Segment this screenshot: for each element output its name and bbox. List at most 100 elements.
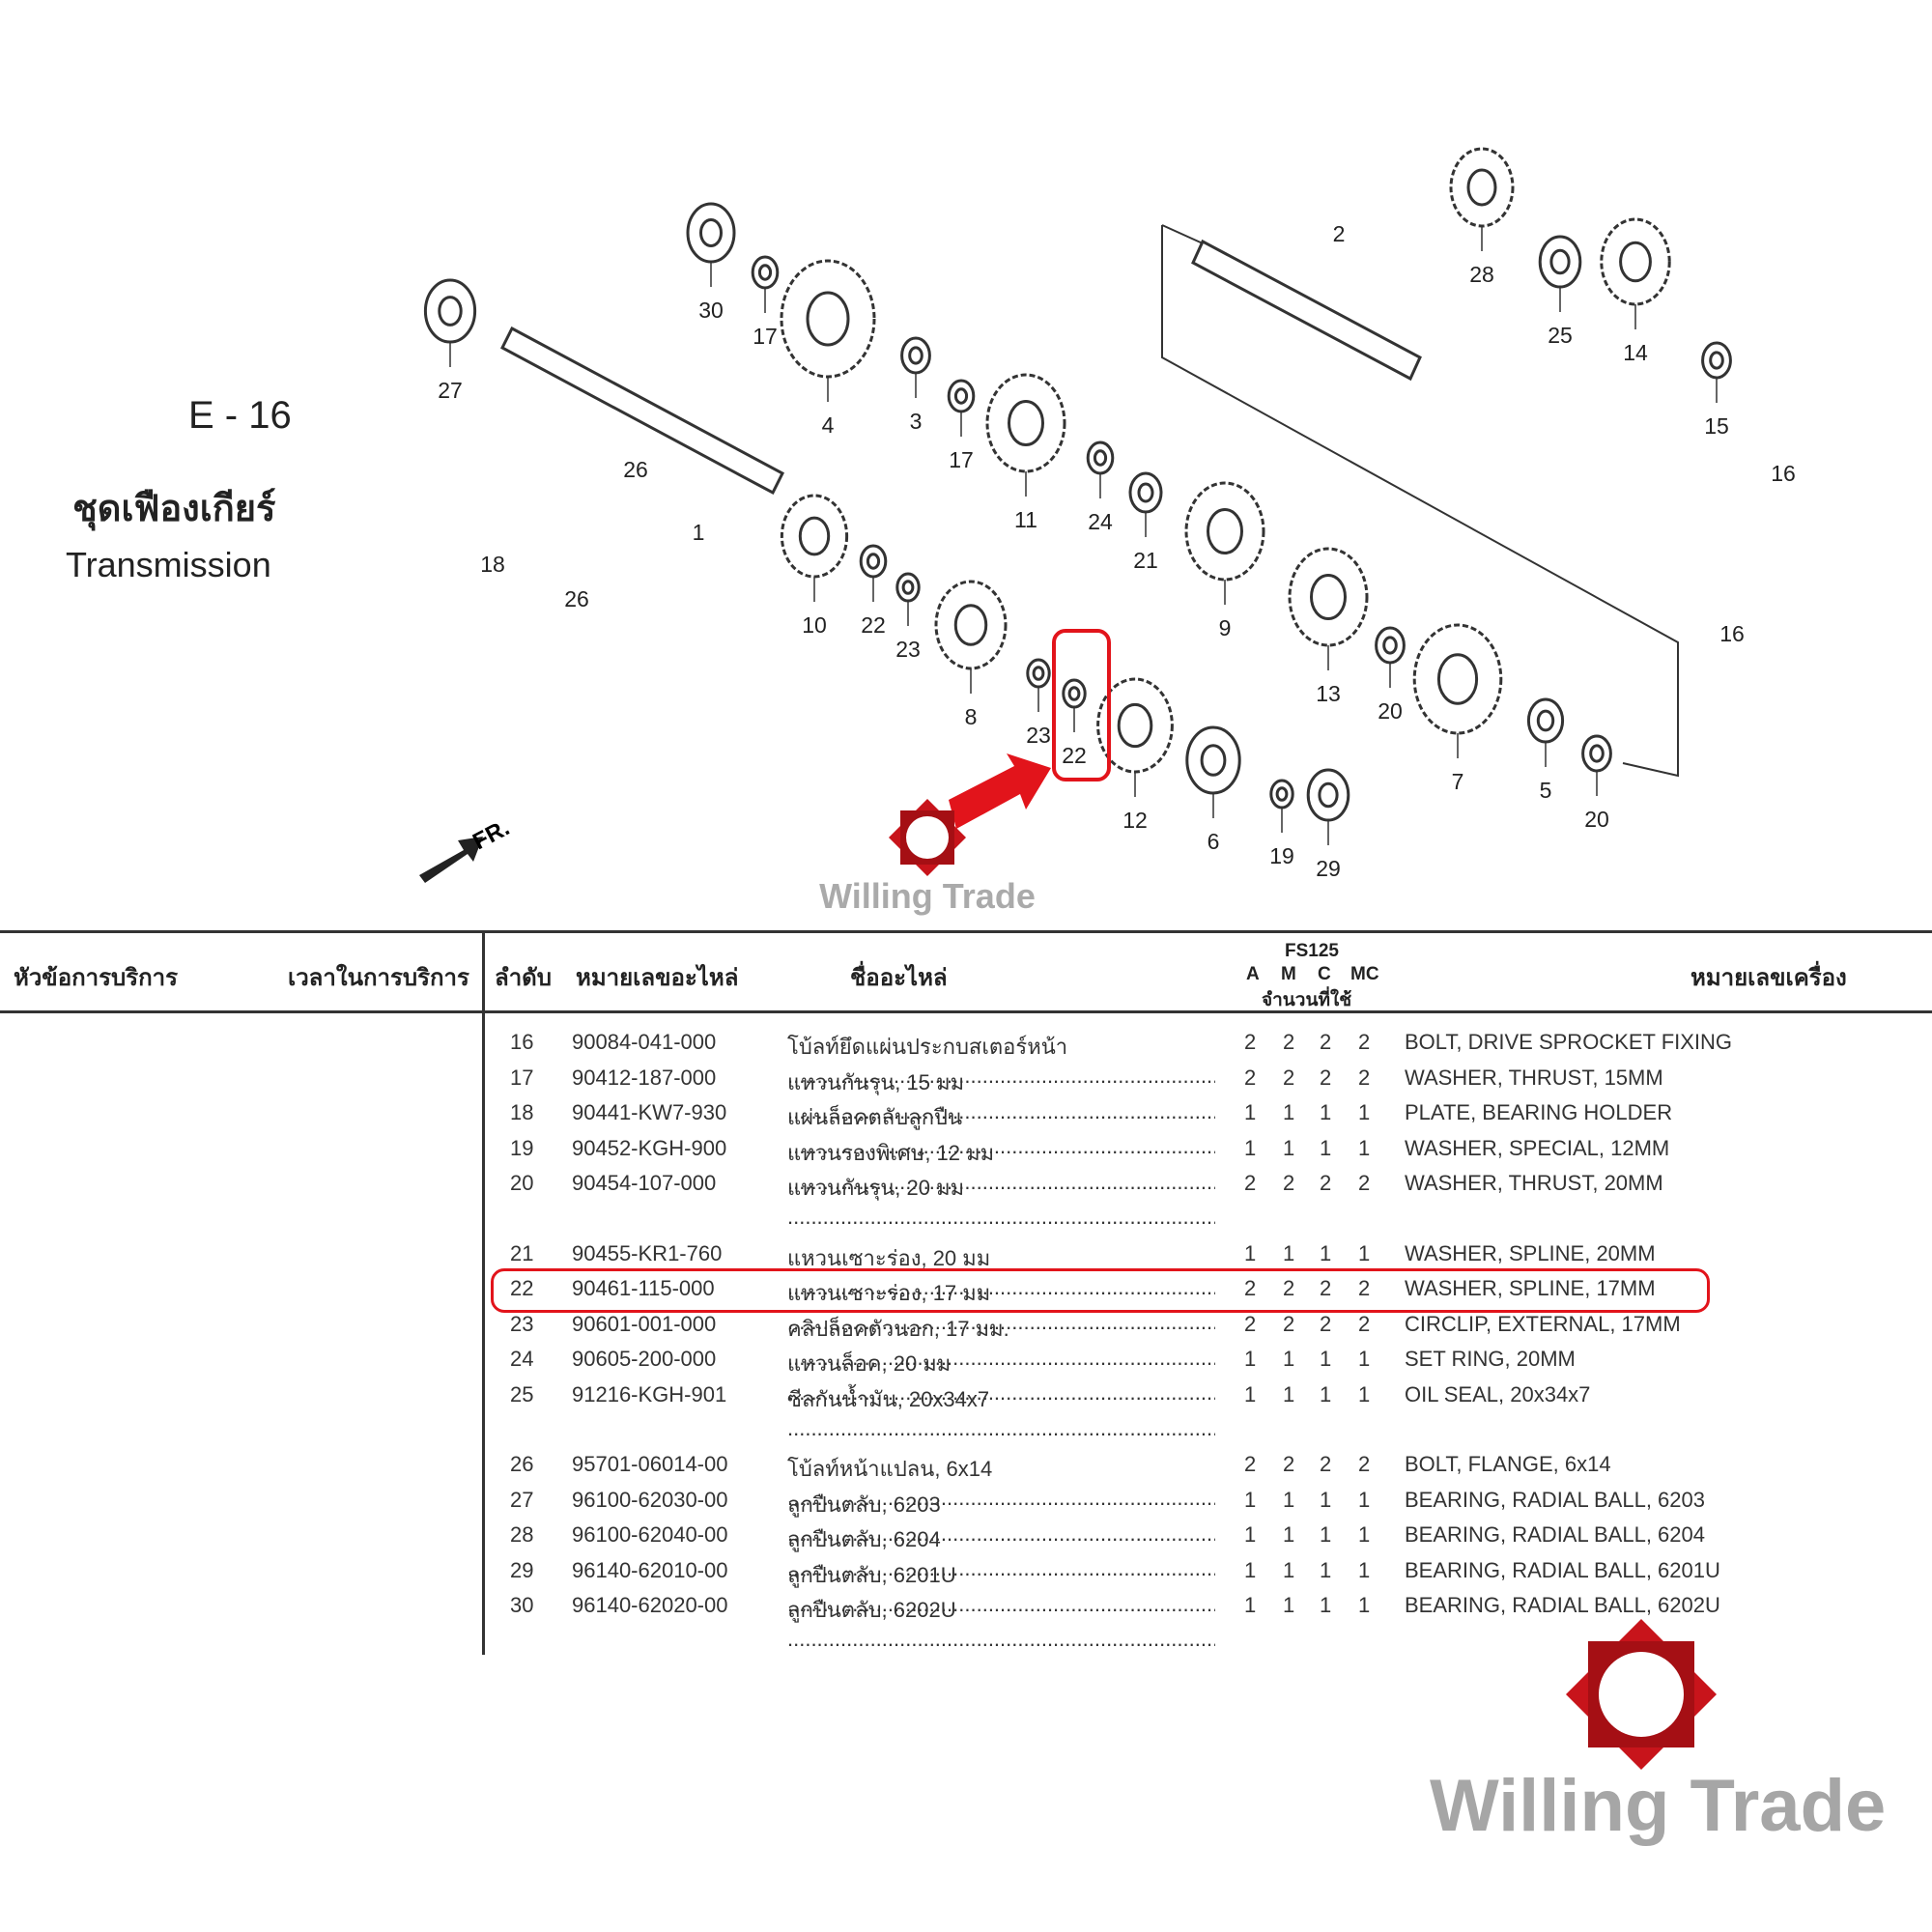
row-qty-c: 2: [1320, 1452, 1332, 1476]
main-shaft: [500, 239, 1422, 496]
part-callout-number: 18: [480, 552, 505, 577]
diagram-highlight-box: [1052, 629, 1111, 781]
row-qty-a: 1: [1244, 1100, 1257, 1124]
row-part-name-english: WASHER, SPLINE, 17MM: [1405, 1276, 1656, 1300]
part-callout-number: 21: [1133, 548, 1158, 573]
part-callout-number: 5: [1540, 778, 1552, 803]
header-model: FS125: [1285, 941, 1339, 961]
row-part-name-english: WASHER, THRUST, 15MM: [1405, 1065, 1663, 1090]
row-qty-c: 1: [1320, 1522, 1332, 1547]
row-index: 20: [510, 1171, 534, 1195]
row-part-name-english: CIRCLIP, EXTERNAL, 17MM: [1405, 1311, 1681, 1336]
part-bore: [1619, 241, 1652, 283]
part-callout-number: 29: [1316, 856, 1341, 881]
part-bore: [953, 387, 969, 405]
row-part-name-thai: คลิปล็อคตัวนอก, 17 มม.: [787, 1312, 1215, 1371]
row-qty-mc: 1: [1358, 1100, 1371, 1124]
row-part-name-thai: ลูกปืนตลับ, 6202U: [787, 1593, 1215, 1652]
part-bore: [1137, 482, 1154, 503]
row-part-number: 90452-KGH-900: [572, 1135, 727, 1160]
row-part-name-thai: แหวนกันรุน, 20 มม: [787, 1171, 1215, 1230]
row-qty-mc: 1: [1358, 1240, 1371, 1265]
row-part-number: 90461-115-000: [572, 1276, 715, 1300]
part-callout-number: 28: [1469, 262, 1494, 287]
part-callout-number: 13: [1316, 681, 1341, 706]
row-qty-m: 2: [1283, 1276, 1295, 1300]
part-callout-number: 19: [1269, 843, 1294, 868]
part-bore: [1709, 351, 1724, 370]
part-callout-number: 16: [1719, 621, 1745, 646]
part-callout-number: 20: [1378, 698, 1403, 724]
part-bore: [1008, 400, 1044, 446]
row-part-name-english: SET RING, 20MM: [1405, 1347, 1576, 1371]
part-callout-number: 12: [1122, 808, 1148, 833]
header-service-topic: หัวข้อการบริการ: [14, 965, 179, 991]
row-part-name-thai: ลูกปืนตลับ, 6203: [787, 1488, 1215, 1547]
row-part-name-english: BOLT, FLANGE, 6x14: [1405, 1452, 1611, 1476]
row-qty-c: 1: [1320, 1347, 1332, 1371]
part-callout-number: 2: [1333, 221, 1346, 246]
row-qty-mc: 2: [1358, 1065, 1371, 1090]
part-bore: [1067, 686, 1081, 701]
logo-mark-icon: [1566, 1619, 1717, 1770]
section-title-thai: ชุดเฟืองเกียร์: [72, 489, 276, 529]
table-row: 1890441-KW7-930แผ่นล็อคตลับลูกปืน1111PLA…: [0, 1100, 1932, 1133]
part-bore: [953, 604, 988, 646]
row-index: 30: [510, 1593, 534, 1617]
row-qty-mc: 1: [1358, 1487, 1371, 1512]
row-qty-c: 1: [1320, 1100, 1332, 1124]
row-qty-m: 1: [1283, 1487, 1295, 1512]
row-part-name-english: WASHER, SPECIAL, 12MM: [1405, 1135, 1670, 1160]
part-callout-number: 16: [1771, 461, 1796, 486]
part-callout-number: 14: [1623, 340, 1648, 365]
row-part-number: 90605-200-000: [572, 1347, 717, 1371]
shaft-frame: [1161, 224, 1679, 778]
row-index: 17: [510, 1065, 534, 1090]
part-bore: [806, 291, 850, 347]
row-part-name-thai: แหวนเซาะร่อง, 17 มม: [787, 1276, 1215, 1335]
row-index: 19: [510, 1135, 534, 1160]
row-part-name-english: WASHER, SPLINE, 20MM: [1405, 1240, 1656, 1265]
header-variant-c: C: [1318, 964, 1331, 984]
row-part-number: 96140-62010-00: [572, 1557, 728, 1582]
row-qty-mc: 1: [1358, 1347, 1371, 1371]
row-qty-a: 1: [1244, 1522, 1257, 1547]
row-part-number: 90454-107-000: [572, 1171, 717, 1195]
part-callout-number: 30: [698, 298, 724, 323]
row-index: 16: [510, 1030, 534, 1054]
row-part-name-thai: โบ้ลท์หน้าแปลน, 6x14: [787, 1452, 1215, 1511]
row-qty-mc: 2: [1358, 1452, 1371, 1476]
section-code: E - 16: [188, 394, 292, 437]
part-callout-number: 25: [1548, 323, 1573, 348]
row-qty-m: 1: [1283, 1240, 1295, 1265]
row-qty-c: 2: [1320, 1030, 1332, 1054]
row-qty-c: 1: [1320, 1593, 1332, 1617]
row-index: 22: [510, 1276, 534, 1300]
row-part-name-thai: ซีลกันน้ำมัน, 20x34x7: [787, 1382, 1215, 1441]
part-bore: [1200, 744, 1227, 777]
row-part-name-thai: ลูกปืนตลับ, 6201U: [787, 1558, 1215, 1617]
part-callout-number: 27: [438, 378, 463, 403]
part-callout-number: 26: [564, 586, 589, 611]
part-bore: [798, 516, 831, 556]
part-bore: [901, 580, 915, 595]
row-qty-a: 2: [1244, 1030, 1257, 1054]
row-part-name-english: WASHER, THRUST, 20MM: [1405, 1171, 1663, 1195]
small-watermark-text: Willing Trade: [819, 876, 1036, 916]
row-part-number: 90412-187-000: [572, 1065, 717, 1090]
row-qty-a: 2: [1244, 1276, 1257, 1300]
large-watermark-text: Willing Trade: [1430, 1765, 1887, 1847]
table-top-rule: [0, 930, 1932, 933]
row-index: 29: [510, 1557, 534, 1582]
row-qty-a: 1: [1244, 1487, 1257, 1512]
row-part-number: 91216-KGH-901: [572, 1381, 727, 1406]
row-qty-m: 2: [1283, 1030, 1295, 1054]
row-part-name-english: BEARING, RADIAL BALL, 6201U: [1405, 1557, 1720, 1582]
row-qty-c: 1: [1320, 1381, 1332, 1406]
